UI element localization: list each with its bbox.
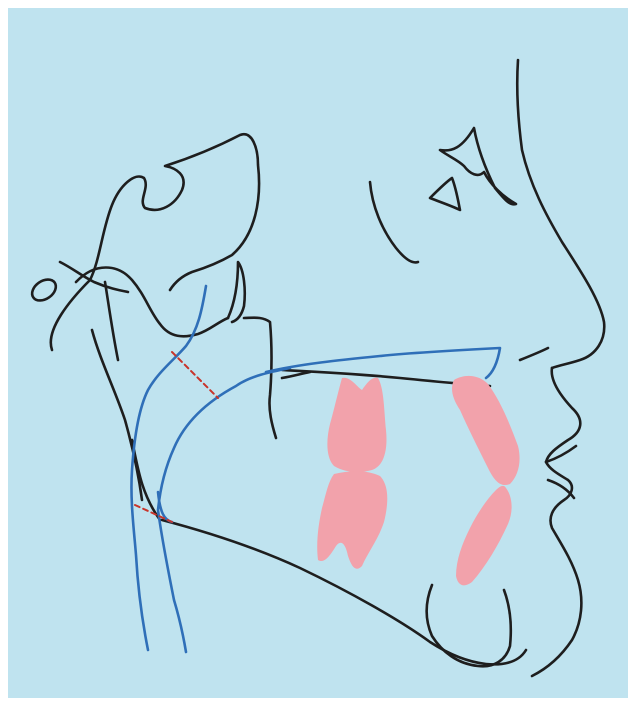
page-margin-top: [0, 0, 635, 8]
